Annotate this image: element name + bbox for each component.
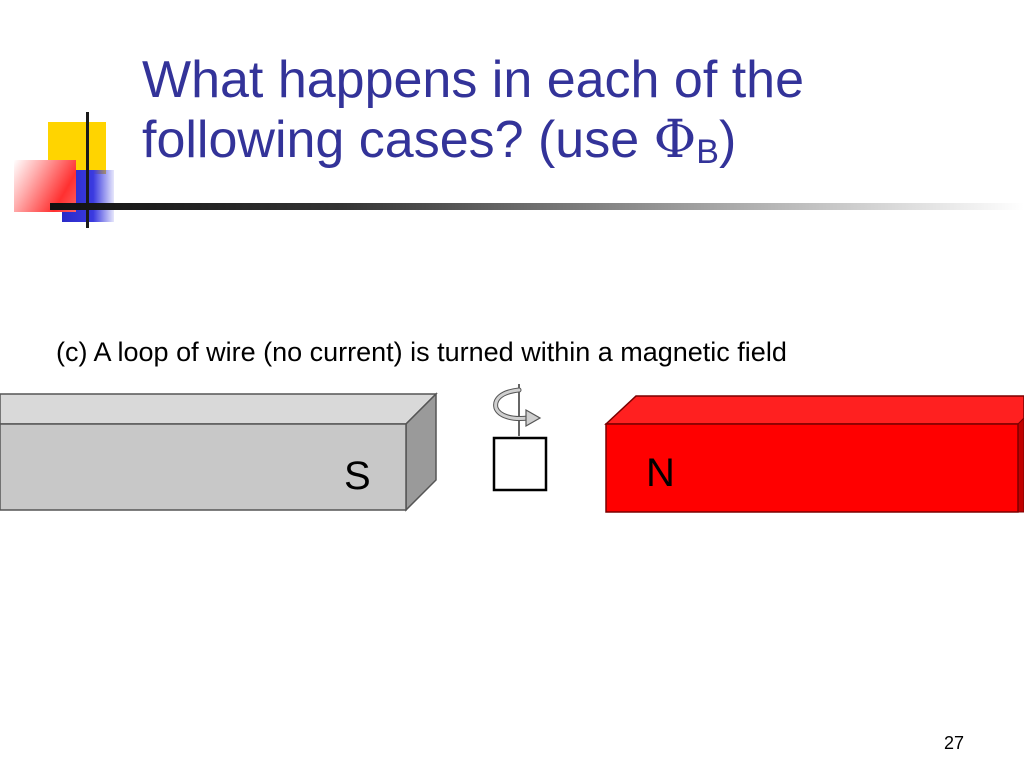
title-line-2-prefix: following cases? (use: [142, 111, 654, 169]
south-magnet: S: [0, 392, 438, 512]
slide-title: What happens in each of the following ca…: [142, 50, 1012, 170]
south-pole-label: S: [344, 454, 371, 498]
slide-number: 27: [943, 733, 964, 753]
south-magnet-top-face: [0, 393, 438, 425]
rotation-arrow-icon: [493, 384, 542, 436]
title-line-2-suffix: ): [718, 111, 737, 169]
wire-loop: [492, 436, 548, 492]
south-magnet-front-face: [0, 423, 407, 511]
title-underline-rule: [50, 203, 1024, 210]
phi-symbol: Φ: [653, 110, 697, 170]
case-description: (c) A loop of wire (no current) is turne…: [56, 337, 787, 367]
decorative-vertical-line: [86, 112, 89, 228]
phi-subscript: B: [696, 133, 719, 171]
north-magnet-side-face: [1017, 417, 1024, 513]
north-pole-label: N: [646, 451, 675, 495]
north-magnet-top-face: [604, 395, 1024, 425]
north-magnet: N: [604, 395, 1024, 513]
north-magnet-front-face: [605, 423, 1019, 513]
title-line-1: What happens in each of the: [142, 51, 805, 109]
